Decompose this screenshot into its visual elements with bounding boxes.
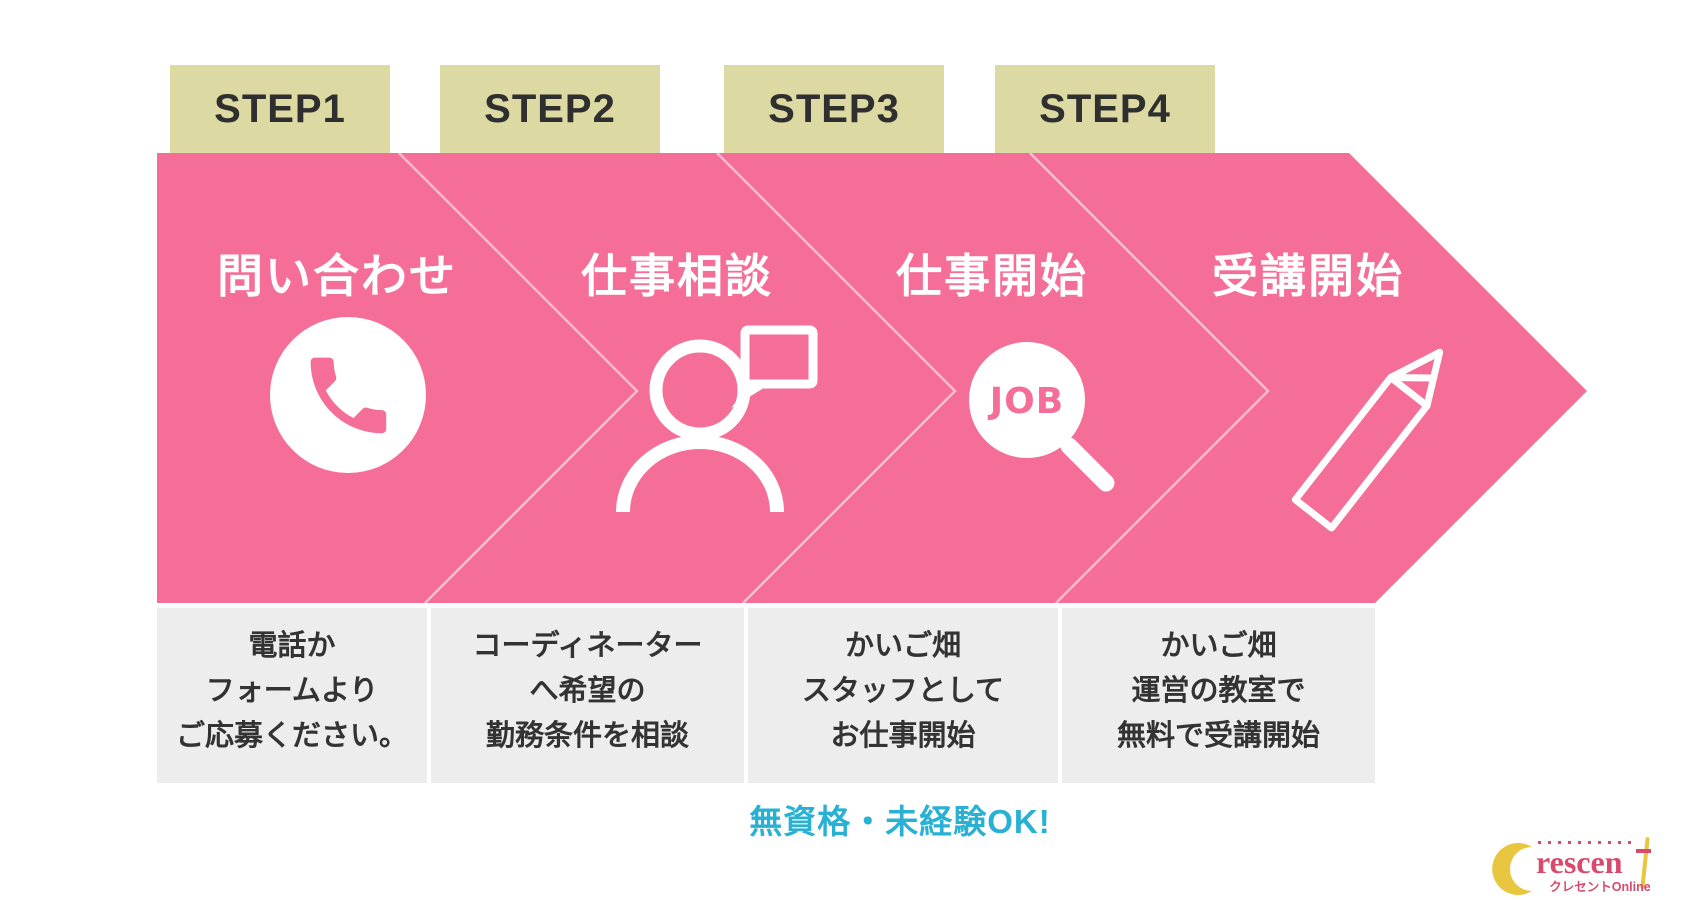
step1-description-box: 電話か フォームより ご応募ください。: [157, 608, 427, 783]
person-consult-icon: [616, 325, 818, 512]
step1-label: STEP1: [214, 86, 346, 131]
step3-description-box: かいご畑 スタッフとして お仕事開始: [748, 608, 1058, 783]
logo-dots-decoration: [1538, 841, 1634, 844]
arrow-band-shape: [157, 153, 1587, 603]
step4-title: 受講開始: [1212, 250, 1404, 302]
step4-label-box: STEP4: [995, 65, 1215, 153]
step4-description-box: かいご畑 運営の教室で 無料で受講開始: [1062, 608, 1375, 783]
flow-arrow-band: [157, 153, 1587, 603]
chevron-divider-icon: [716, 153, 957, 603]
description-line: へ希望の: [529, 675, 646, 707]
description-line: 勤務条件を相談: [485, 720, 689, 752]
magnifier-handle: [1060, 437, 1115, 492]
magnifier-lens: [969, 342, 1085, 458]
logo-wordmark: rescen: [1536, 844, 1623, 880]
description-line: 運営の教室で: [1131, 675, 1306, 707]
step4-label: STEP4: [1039, 86, 1171, 131]
speech-bubble-tail: [731, 380, 777, 408]
chevron-divider-icon: [1029, 153, 1270, 603]
description-line: かいご畑: [1160, 630, 1277, 662]
pencil-icon: [1291, 348, 1444, 532]
speech-bubble: [740, 325, 818, 389]
logo-t-crossbar: [1636, 849, 1651, 853]
step3-title: 仕事開始: [896, 250, 1088, 302]
logo-t-mark: [1636, 836, 1652, 890]
description-line: ご応募ください。: [175, 720, 408, 752]
phone-icon: [270, 317, 426, 473]
description-line: コーディネーター: [472, 630, 703, 662]
step1-title: 問い合わせ: [217, 250, 457, 302]
step3-label: STEP3: [768, 86, 900, 131]
description-line: フォームより: [205, 675, 379, 707]
note-text: 無資格・未経験OK!: [749, 803, 1051, 840]
step2-description-box: コーディネーター へ希望の 勤務条件を相談: [431, 608, 744, 783]
step2-title: 仕事相談: [581, 250, 773, 302]
description-line: スタッフとして: [801, 675, 1005, 707]
step2-label: STEP2: [484, 86, 616, 131]
step1-label-box: STEP1: [170, 65, 390, 153]
description-line: 無料で受講開始: [1116, 720, 1320, 752]
step3-label-box: STEP3: [724, 65, 944, 153]
description-line: お仕事開始: [830, 720, 976, 752]
job-search-icon: JOB: [969, 342, 1115, 492]
crescent-moon-icon: [1492, 843, 1532, 895]
step2-label-box: STEP2: [440, 65, 660, 153]
description-line: かいご畑: [844, 630, 961, 662]
person-head: [649, 339, 751, 441]
logo-subtext: クレセントOnline: [1549, 880, 1651, 894]
job-icon-text: JOB: [987, 381, 1064, 422]
crescent-logo: rescen クレセントOnline: [1488, 836, 1693, 898]
person-body: [616, 435, 784, 512]
chevron-divider-icon: [398, 153, 639, 603]
description-line: 電話か: [248, 630, 336, 662]
